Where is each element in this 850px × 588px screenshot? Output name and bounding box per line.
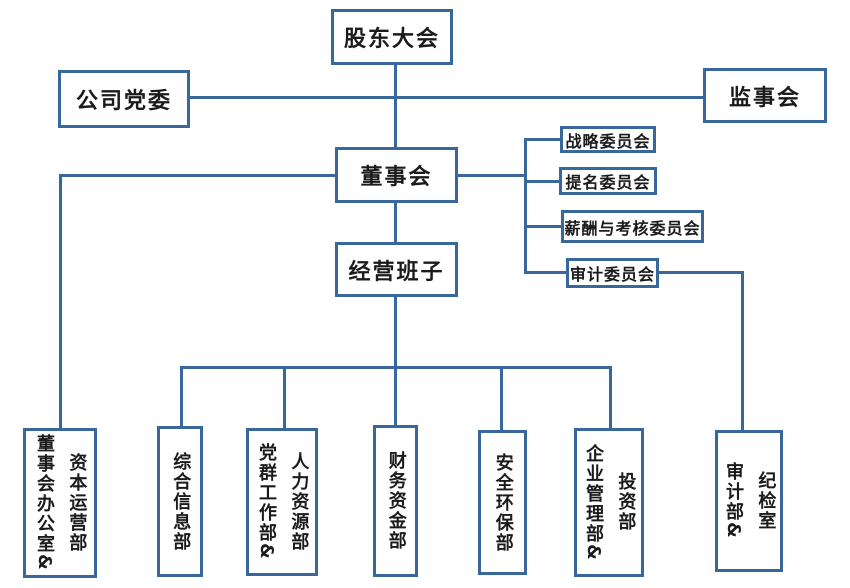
org-box-enterprise-mgmt-investment-dept: 企业管理部& 投资部 (574, 428, 644, 577)
org-box-label: 公司党委 (75, 89, 172, 114)
org-box-label: 财务资金部 (385, 451, 407, 551)
connector-drop-hr-party (283, 366, 286, 430)
org-box-audit-discipline-dept: 审计部& 纪检室 (715, 430, 783, 572)
org-box-safety-environment-dept: 安全环保部 (478, 430, 527, 575)
org-box-supervisory-board: 监事会 (703, 68, 827, 123)
connector-audit-committee-right (659, 271, 744, 274)
org-box-label: 党群工作部& 人力资源部 (256, 443, 310, 561)
org-box-party-mass-work-hr-dept: 党群工作部& 人力资源部 (246, 428, 318, 576)
org-box-compensation-assessment-committee: 薪酬与考核委员会 (561, 210, 704, 243)
connector-stub-compensation (524, 225, 563, 228)
connector-committee-spine (524, 138, 527, 274)
org-box-nomination-committee: 提名委员会 (559, 167, 657, 195)
connector-management-down (394, 297, 397, 427)
org-box-shareholders-meeting: 股东大会 (331, 9, 453, 65)
connector-board-left-horizontal (59, 174, 335, 177)
org-box-label: 薪酬与考核委员会 (564, 218, 701, 238)
connector-departments-horizontal (180, 366, 612, 369)
connector-stub-audit-committee (524, 271, 568, 274)
org-box-board-of-directors: 董事会 (335, 147, 458, 203)
connector-stub-strategy (524, 138, 562, 141)
org-box-label: 董事会 (360, 165, 433, 190)
connector-board-office-vertical (59, 174, 62, 430)
org-box-strategy-committee: 战略委员会 (560, 126, 656, 153)
org-box-label: 战略委员会 (565, 131, 651, 151)
org-box-general-information-dept: 综合信息部 (157, 426, 203, 577)
connector-drop-general-info (180, 366, 183, 428)
org-box-label: 综合信息部 (170, 451, 192, 552)
org-box-label: 股东大会 (343, 27, 440, 52)
org-box-finance-funds-dept: 财务资金部 (373, 425, 418, 577)
org-box-label: 提名委员会 (565, 173, 651, 192)
connector-board-committee-spine-horizontal (457, 174, 527, 177)
org-box-label: 企业管理部& 投资部 (583, 443, 637, 562)
org-box-management-team: 经营班子 (335, 242, 458, 297)
org-box-label: 董事会办公室& 资本运营部 (34, 434, 88, 572)
org-box-label: 监事会 (728, 85, 801, 111)
org-box-label: 安全环保部 (492, 452, 514, 553)
org-box-company-party-committee: 公司党委 (58, 70, 190, 128)
connector-audit-dept-vertical (741, 271, 744, 430)
connector-shareholders-board (394, 64, 397, 148)
connector-drop-safety (500, 366, 503, 432)
org-box-label: 审计委员会 (569, 265, 655, 284)
connector-board-management (394, 203, 397, 242)
org-box-label: 经营班子 (348, 259, 445, 285)
org-box-board-office-capital-operations-dept: 董事会办公室& 资本运营部 (23, 428, 97, 578)
connector-party-supervisory (188, 96, 704, 99)
connector-drop-enterprise (609, 366, 612, 430)
connector-stub-nomination (524, 180, 561, 183)
org-box-audit-committee: 审计委员会 (566, 258, 659, 288)
org-box-label: 审计部& 纪检室 (723, 462, 777, 540)
